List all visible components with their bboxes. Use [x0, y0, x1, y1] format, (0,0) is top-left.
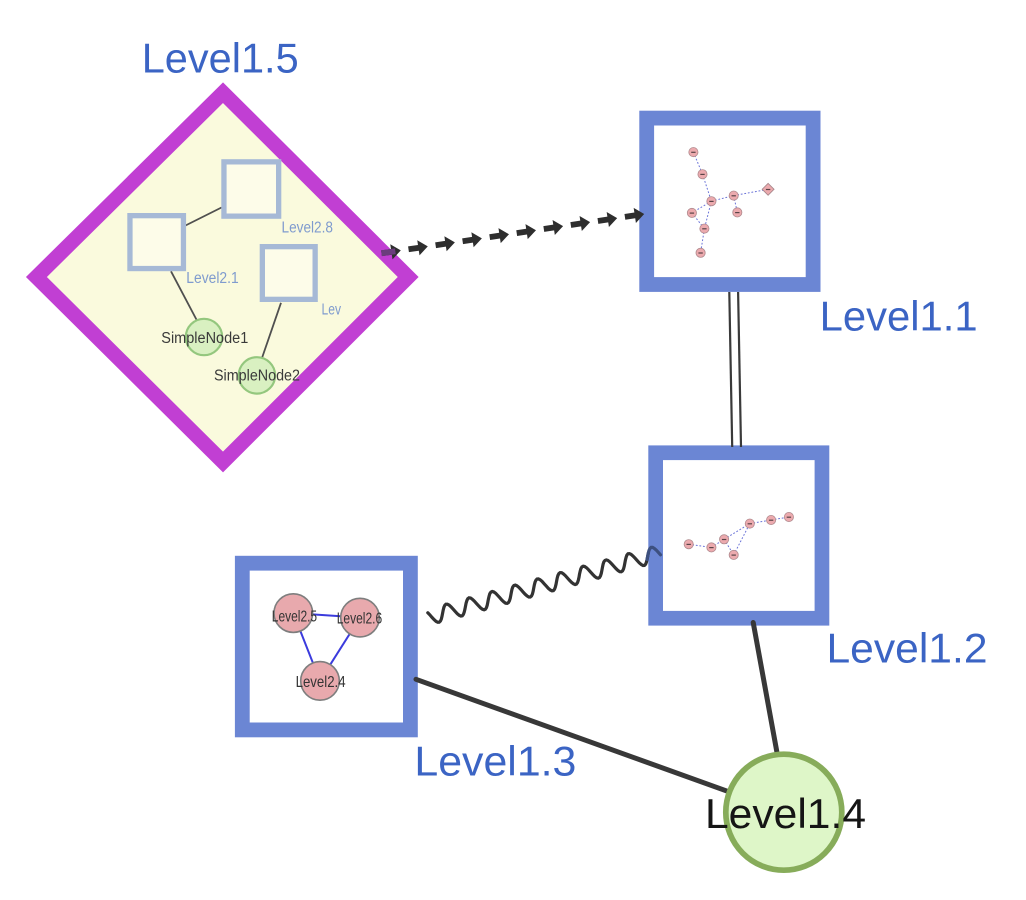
svg-text:SimpleNode2: SimpleNode2 — [214, 368, 300, 385]
svg-text:Level2.5: Level2.5 — [272, 608, 317, 625]
svg-text:Level1.4: Level1.4 — [705, 790, 866, 837]
svg-text:Level1.5: Level1.5 — [142, 35, 299, 82]
svg-text:Level1.1: Level1.1 — [820, 293, 978, 340]
svg-text:Level1.2: Level1.2 — [827, 625, 988, 672]
svg-text:Level2.6: Level2.6 — [337, 611, 383, 628]
svg-text:Lev: Lev — [322, 302, 342, 319]
svg-text:Level2.8: Level2.8 — [282, 220, 334, 237]
svg-text:Level2.4: Level2.4 — [296, 674, 346, 691]
svg-text:Level1.3: Level1.3 — [414, 737, 576, 784]
svg-text:SimpleNode1: SimpleNode1 — [161, 330, 248, 347]
svg-text:Level2.1: Level2.1 — [186, 270, 238, 287]
